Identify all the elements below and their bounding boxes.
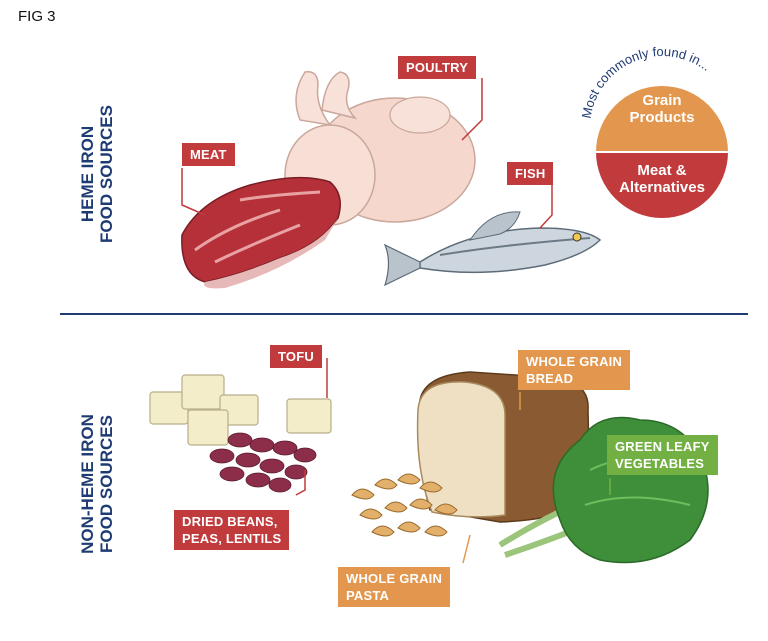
- fish-label: FISH: [507, 162, 554, 185]
- pie-top-label: Grain Products: [596, 92, 728, 126]
- pasta-label-line1: WHOLE GRAIN: [346, 571, 443, 586]
- pie-top-line2: Products: [629, 109, 695, 126]
- pasta-label: WHOLE GRAIN PASTA: [338, 567, 451, 607]
- tofu-illustration: [149, 374, 332, 446]
- beans-illustration: [209, 432, 317, 493]
- poultry-illustration: [284, 71, 476, 226]
- non-heme-title-line2: FOOD SOURCES: [97, 415, 116, 553]
- figure-label: FIG 3: [18, 8, 56, 25]
- section-divider: [60, 313, 748, 315]
- meat-illustration: [181, 176, 341, 289]
- non-heme-section-title: NON-HEME IRON FOOD SOURCES: [78, 374, 118, 594]
- heme-title-line1: HEME IRON: [78, 125, 97, 223]
- bread-label: WHOLE GRAIN BREAD: [518, 350, 631, 390]
- leader-lines: [181, 78, 553, 496]
- pie-bottom-line2: Alternatives: [619, 179, 705, 196]
- bread-label-line1: WHOLE GRAIN: [526, 354, 623, 369]
- greens-label: GREEN LEAFY VEGETABLES: [607, 435, 718, 475]
- meat-label: MEAT: [182, 143, 235, 166]
- heme-title-line2: FOOD SOURCES: [97, 105, 116, 243]
- pie-top-line1: Grain: [642, 92, 682, 109]
- heme-section-title: HEME IRON FOOD SOURCES: [78, 64, 118, 284]
- pasta-label-line2: PASTA: [346, 588, 390, 603]
- pasta-illustration: [351, 473, 458, 537]
- fish-illustration: [383, 211, 602, 287]
- greens-label-line2: VEGETABLES: [615, 456, 705, 471]
- beans-label: DRIED BEANS, PEAS, LENTILS: [174, 510, 290, 550]
- non-heme-title-line1: NON-HEME IRON: [78, 414, 97, 554]
- beans-label-line2: PEAS, LENTILS: [182, 531, 282, 546]
- bread-label-line2: BREAD: [526, 371, 574, 386]
- beans-label-line1: DRIED BEANS,: [182, 514, 278, 529]
- tofu-label: TOFU: [270, 345, 322, 368]
- pie-bottom-label: Meat & Alternatives: [596, 162, 728, 196]
- bread-illustration: [416, 371, 591, 523]
- poultry-label: POULTRY: [398, 56, 477, 79]
- pie-chart: [596, 86, 728, 218]
- pie-bottom-line1: Meat &: [637, 162, 687, 179]
- greens-label-line1: GREEN LEAFY: [615, 439, 710, 454]
